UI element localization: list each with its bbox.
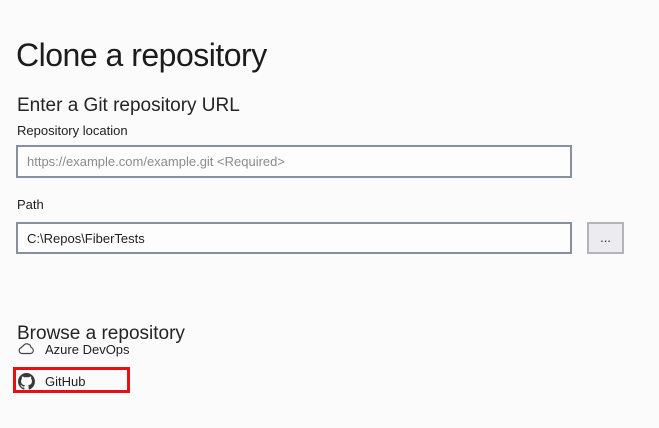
browse-item-azure-devops[interactable]: Azure DevOps: [17, 340, 130, 358]
repository-location-label: Repository location: [17, 123, 128, 138]
github-icon: [17, 372, 35, 390]
page-title: Clone a repository: [16, 37, 267, 74]
browse-section-heading: Browse a repository: [17, 322, 185, 344]
path-label: Path: [17, 197, 44, 212]
github-label: GitHub: [45, 373, 86, 389]
browse-item-github[interactable]: GitHub: [17, 372, 85, 390]
url-section-heading: Enter a Git repository URL: [17, 94, 240, 116]
cloud-icon: [17, 340, 35, 358]
browse-path-button[interactable]: ...: [587, 222, 624, 254]
repository-location-input[interactable]: [16, 145, 572, 178]
path-input[interactable]: [16, 222, 572, 254]
azure-devops-label: Azure DevOps: [45, 341, 130, 357]
